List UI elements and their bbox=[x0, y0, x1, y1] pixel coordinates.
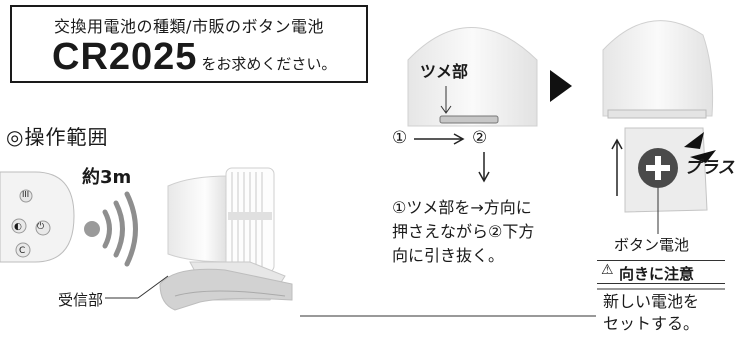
remote-button-c-icon: C bbox=[19, 246, 26, 256]
step1-instruction-line: 向に引き抜く。 bbox=[392, 246, 505, 265]
plus-label: プラス bbox=[684, 158, 735, 178]
battery-model-suffix: をお求めください。 bbox=[201, 55, 337, 73]
remote-button-power-icon: ⏻ bbox=[37, 222, 45, 232]
warning-text: 向きに注意 bbox=[619, 265, 695, 283]
remote-button-oscillate-icon: ◐ bbox=[14, 222, 22, 232]
remote-button-speed-icon: III bbox=[22, 190, 30, 199]
signal-waves-icon bbox=[84, 191, 138, 267]
operation-range-title: ◎操作範囲 bbox=[6, 125, 109, 149]
direction-arrow-1 bbox=[414, 133, 465, 145]
direction-arrow-2 bbox=[478, 152, 490, 183]
device-back-step1 bbox=[407, 27, 538, 127]
step-marker-2: ② bbox=[472, 128, 488, 148]
plus-indicator-marks-icon bbox=[684, 132, 716, 163]
battery-model: CR2025 bbox=[52, 36, 198, 78]
warning-icon: ⚠ bbox=[601, 262, 614, 278]
tab-part-label: ツメ部 bbox=[420, 62, 469, 81]
battery-type-line: 交換用電池の種類/市販のボタン電池 bbox=[54, 17, 324, 36]
orientation-warning: ⚠ 向きに注意 bbox=[597, 260, 725, 284]
button-battery-icon bbox=[638, 148, 678, 188]
button-battery-label: ボタン電池 bbox=[614, 236, 690, 254]
step-marker-1: ① bbox=[392, 128, 408, 148]
fan-illustration bbox=[159, 167, 293, 311]
remote-control bbox=[0, 171, 75, 263]
step1-instruction-line: 押さえながら②下方 bbox=[392, 222, 535, 241]
step1-instruction-line: ①ツメ部を→方向に bbox=[392, 198, 532, 217]
set-battery-instruction-line: 新しい電池を bbox=[603, 292, 700, 311]
set-battery-instruction-line: セットする。 bbox=[603, 314, 700, 333]
operation-distance: 約3m bbox=[82, 167, 132, 188]
next-step-arrow-icon bbox=[550, 70, 572, 102]
receiver-label: 受信部 bbox=[58, 291, 104, 309]
battery-holder-arrow bbox=[611, 138, 623, 196]
